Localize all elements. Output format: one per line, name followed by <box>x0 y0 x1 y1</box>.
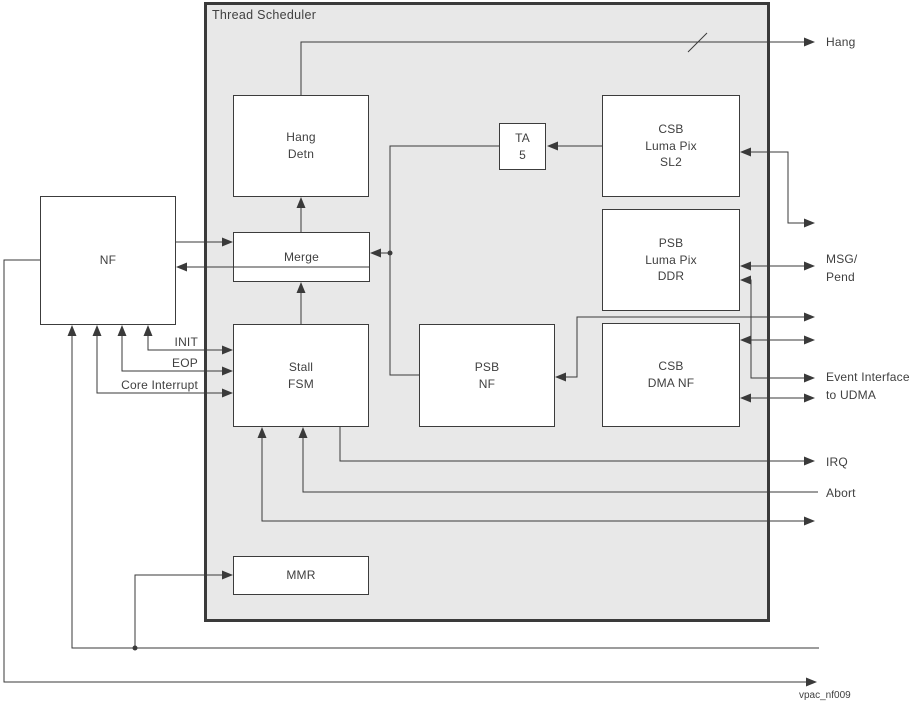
block-csb-luma-pix-sl2: CSB Luma Pix SL2 <box>602 95 740 197</box>
block-hang-detn: Hang Detn <box>233 95 369 197</box>
block-ta5: TA 5 <box>499 123 546 170</box>
block-mmr-label: MMR <box>286 568 316 583</box>
block-merge-label: Merge <box>283 249 319 264</box>
block-csb-dma-nf-label: CSB DMA NF <box>647 359 695 390</box>
block-stall-fsm-label: Stall FSM <box>288 359 314 391</box>
block-merge: Merge <box>233 232 370 282</box>
block-csb-dma-nf: CSB DMA NF <box>602 323 740 427</box>
block-psb-luma-pix-ddr-label: PSB Luma Pix DDR <box>645 236 697 284</box>
block-hang-detn-label: Hang Detn <box>286 130 316 161</box>
signal-label-irq: IRQ <box>826 455 848 469</box>
signal-label-event-interface: Event Interface to UDMA <box>826 370 910 402</box>
signal-label-core-interrupt: Core Interrupt <box>121 378 198 392</box>
signal-label-abort: Abort <box>826 486 856 500</box>
figure-caption: vpac_nf009 <box>799 690 851 701</box>
signal-label-eop: EOP <box>172 356 198 370</box>
block-stall-fsm: Stall FSM <box>233 324 369 427</box>
block-psb-nf: PSB NF <box>419 324 555 427</box>
signal-label-msg-pend: MSG/ Pend <box>826 252 858 284</box>
block-csb-luma-pix-sl2-label: CSB Luma Pix SL2 <box>645 122 697 170</box>
block-psb-luma-pix-ddr: PSB Luma Pix DDR <box>602 209 740 311</box>
signal-label-hang: Hang <box>826 35 856 49</box>
block-ta5-label: TA 5 <box>515 130 530 162</box>
block-mmr: MMR <box>233 556 369 595</box>
block-nf: NF <box>40 196 176 325</box>
block-psb-nf-label: PSB NF <box>474 359 500 391</box>
block-nf-label: NF <box>99 253 117 268</box>
signal-label-init: INIT <box>174 335 198 349</box>
thread-scheduler-title: Thread Scheduler <box>212 8 317 22</box>
junction-dot-mmr-branch <box>132 645 138 651</box>
